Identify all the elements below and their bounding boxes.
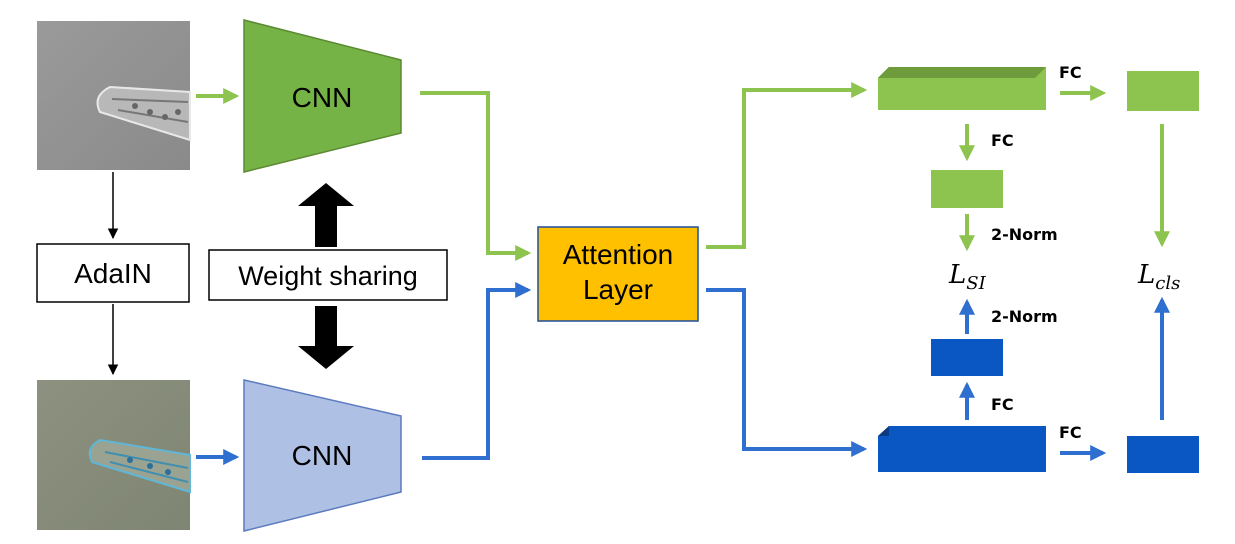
attention-to-green-feature-arrow xyxy=(706,82,868,249)
norm-label-top: 2-Norm xyxy=(991,225,1058,244)
cnn-bottom-to-attention-arrow xyxy=(422,282,532,460)
stylized-worm-image xyxy=(37,380,191,530)
loss-si-sub: SI xyxy=(966,273,986,294)
loss-cls-main: L xyxy=(1137,260,1155,290)
fc-label-top-down: FC xyxy=(991,131,1014,150)
cnn-bottom-label: CNN xyxy=(292,440,353,471)
adain-box: AdaIN xyxy=(36,243,190,303)
blue-projection-block xyxy=(931,339,1003,376)
weight-sharing-double-arrow xyxy=(298,183,354,369)
attention-to-blue-feature-arrow xyxy=(706,288,868,457)
cnn-top: CNN xyxy=(243,19,402,173)
blue-fc-output-block xyxy=(1127,436,1199,473)
attention-layer-box: Attention Layer xyxy=(537,226,699,322)
green-feature-block xyxy=(878,67,1046,110)
blue-feature-block xyxy=(878,426,1046,472)
fc-label-bottom-right: FC xyxy=(1059,423,1082,442)
green-projection-block xyxy=(931,170,1003,208)
cnn-bottom: CNN xyxy=(243,379,402,532)
norm-label-bottom: 2-Norm xyxy=(991,307,1058,326)
green-fc-output-block xyxy=(1127,71,1199,111)
attention-label-line2: Layer xyxy=(583,274,653,305)
original-worm-image xyxy=(37,21,191,170)
loss-si: LSI xyxy=(948,260,987,294)
loss-cls: Lcls xyxy=(1137,260,1180,294)
adain-label: AdaIN xyxy=(74,258,152,289)
fc-label-bottom-up: FC xyxy=(991,395,1014,414)
loss-si-main: L xyxy=(948,260,966,290)
loss-cls-sub: cls xyxy=(1155,273,1180,294)
weight-sharing-box: Weight sharing xyxy=(208,249,448,301)
cnn-top-to-attention-arrow xyxy=(420,91,532,261)
weight-sharing-label: Weight sharing xyxy=(238,261,418,291)
cnn-top-label: CNN xyxy=(292,82,353,113)
fc-label-top-right: FC xyxy=(1059,63,1082,82)
attention-label-line1: Attention xyxy=(563,239,674,270)
